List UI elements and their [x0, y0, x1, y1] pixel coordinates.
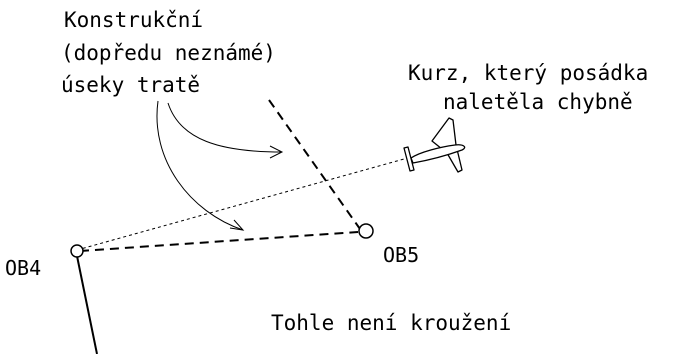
construction-arrow-upper	[167, 102, 283, 153]
construction-label-line-3: úseky tratě	[61, 73, 200, 97]
construction-label-line-1: Konstrukční	[64, 8, 203, 32]
construction-arrow-lower-head	[229, 219, 245, 231]
course-label-line-2: naletěla chybně	[443, 90, 633, 114]
course-label-line-1: Kurz, který posádka	[408, 61, 648, 85]
construction-leg-upper	[268, 99, 361, 230]
ob5-label: OB5	[383, 243, 419, 267]
construction-arrow-lower	[156, 100, 244, 231]
ob4-label: OB4	[5, 256, 41, 280]
construction-arrow-upper-head	[269, 145, 284, 159]
construction-label-line-2: (dopředu neznámé)	[61, 41, 276, 65]
not-circling-label: Tohle není kroužení	[271, 311, 511, 335]
track-leg-solid	[76, 255, 98, 354]
ob4-waypoint-circle	[70, 244, 84, 258]
erroneous-course-line	[76, 158, 405, 251]
construction-leg-ob4-ob5	[79, 231, 359, 252]
ob5-waypoint-circle	[358, 223, 374, 239]
aircraft-icon	[403, 117, 466, 173]
